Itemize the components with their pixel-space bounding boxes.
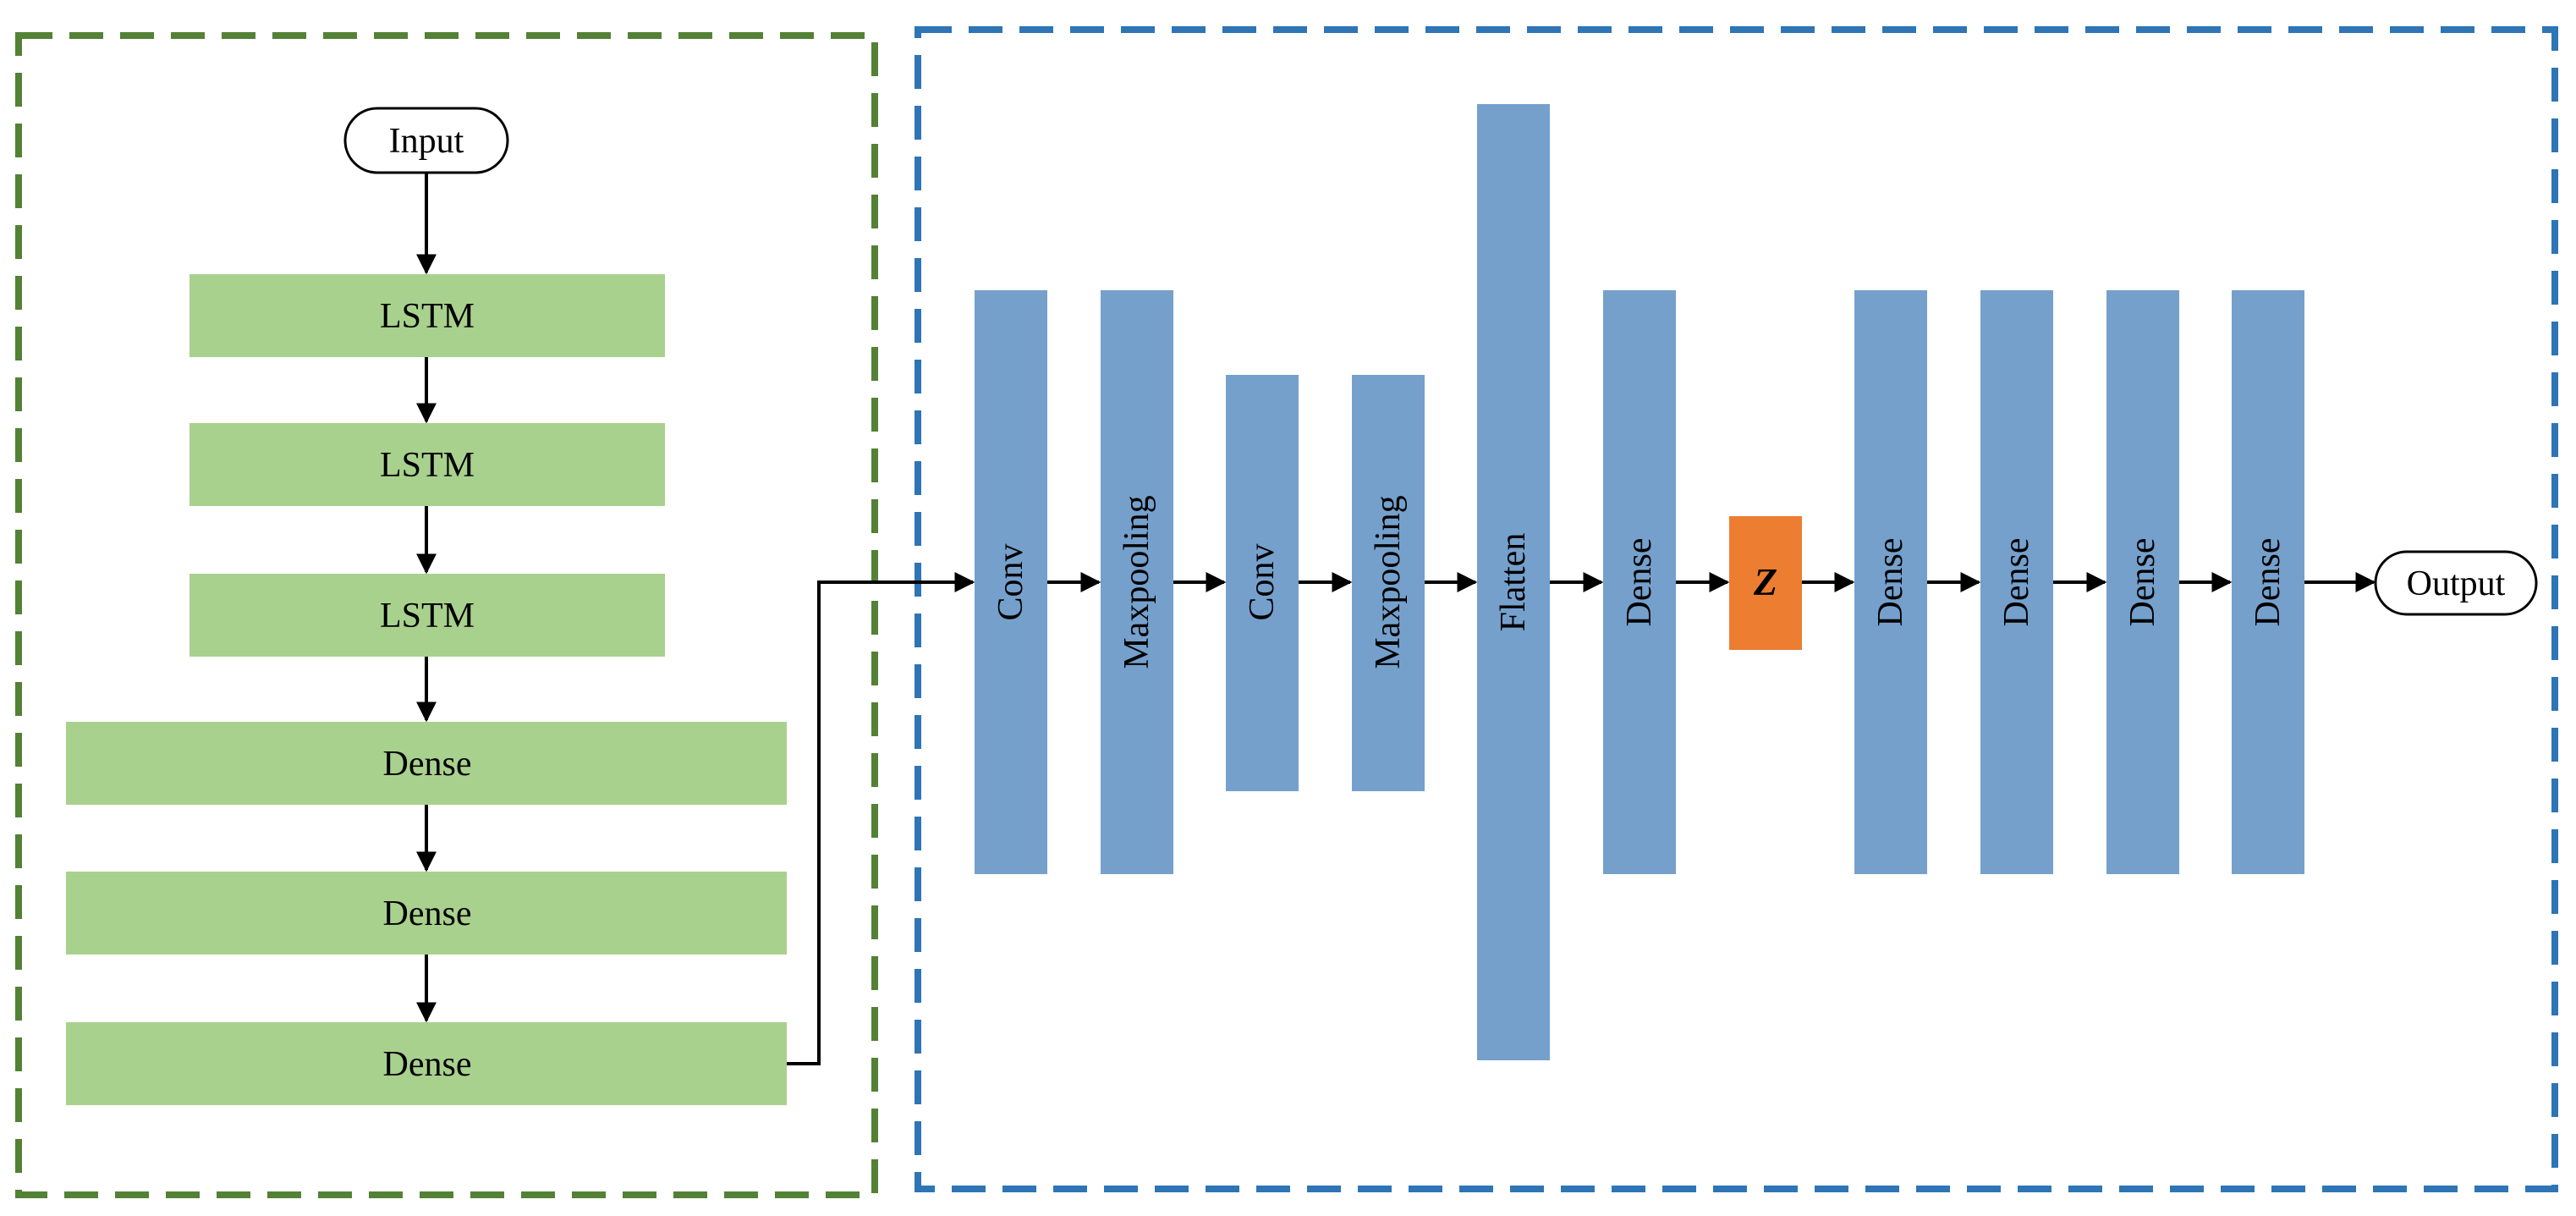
lstm-dense-3: Dense [66,1022,787,1105]
encoder-dense-layer: Dense [1603,290,1676,874]
connector-lstm-to-conv [787,572,975,1065]
decoder-dense-2-label: Dense [1997,538,2036,627]
maxpool-layer-1-label: Maxpooling [1118,495,1156,669]
flatten-layer-label: Flatten [1494,533,1533,632]
output-label: Output [2407,564,2506,603]
maxpool-layer-1: Maxpooling [1101,290,1173,874]
lstm-dense-3-label: Dense [383,1045,472,1084]
decoder-dense-1-label: Dense [1871,538,1910,627]
output-node: Output [2374,550,2538,616]
encoder-dense-layer-label: Dense [1620,538,1659,627]
input-node: Input [343,107,509,174]
lstm-layer-1-label: LSTM [380,297,475,336]
maxpool-layer-2: Maxpooling [1352,375,1425,791]
decoder-dense-3: Dense [2106,290,2179,874]
maxpool-layer-2-label: Maxpooling [1369,495,1408,669]
lstm-layer-1: LSTM [189,274,665,357]
lstm-arrows [416,173,975,1065]
lstm-dense-2: Dense [66,872,787,955]
latent-z-label: Z [1753,560,1777,603]
conv-layer-2: Conv [1226,375,1299,791]
conv-layer-1-label: Conv [991,543,1030,620]
lstm-branch-frame [15,32,878,1198]
decoder-dense-2: Dense [1980,290,2053,874]
conv-layer-2-label: Conv [1243,543,1282,620]
lstm-layer-2-label: LSTM [380,446,475,485]
lstm-dense-1-label: Dense [383,745,472,784]
decoder-dense-3-label: Dense [2123,538,2162,627]
latent-z-node: Z [1729,516,1802,650]
conv-layer-1: Conv [975,290,1047,874]
lstm-dense-2-label: Dense [383,894,472,933]
flatten-layer: Flatten [1477,104,1550,1060]
input-label: Input [389,122,464,161]
decoder-dense-4-label: Dense [2249,538,2288,627]
decoder-dense-1: Dense [1854,290,1927,874]
lstm-dense-1: Dense [66,722,787,805]
cnn-branch-frame [915,26,2558,1192]
decoder-dense-4: Dense [2232,290,2304,874]
lstm-layer-3: LSTM [189,574,665,657]
lstm-layer-2: LSTM [189,423,665,506]
lstm-layer-3-label: LSTM [380,597,475,636]
